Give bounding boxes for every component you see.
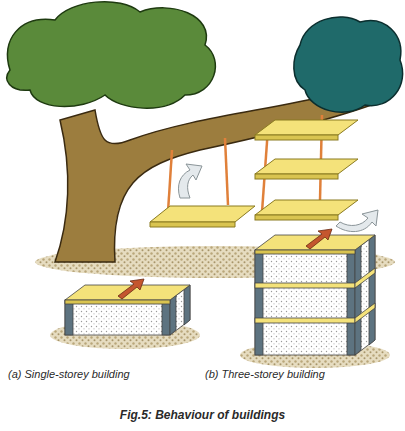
swing-board — [255, 120, 358, 215]
sub-caption: (a) Single-storey building — [8, 368, 130, 380]
swing-board — [150, 222, 235, 227]
figure-caption: Fig.5: Behaviour of buildings — [120, 408, 285, 422]
sub-caption: (b) Three-storey building — [205, 368, 325, 380]
motion-arrow — [178, 164, 202, 198]
swing-board — [255, 135, 338, 220]
force-arrow — [306, 229, 332, 249]
force-arrow — [118, 279, 144, 299]
swing-board — [150, 206, 255, 222]
three-storey-building — [255, 235, 375, 355]
tree-canopy — [7, 2, 215, 108]
tree-canopy — [294, 17, 403, 112]
motion-arrow — [336, 210, 378, 232]
